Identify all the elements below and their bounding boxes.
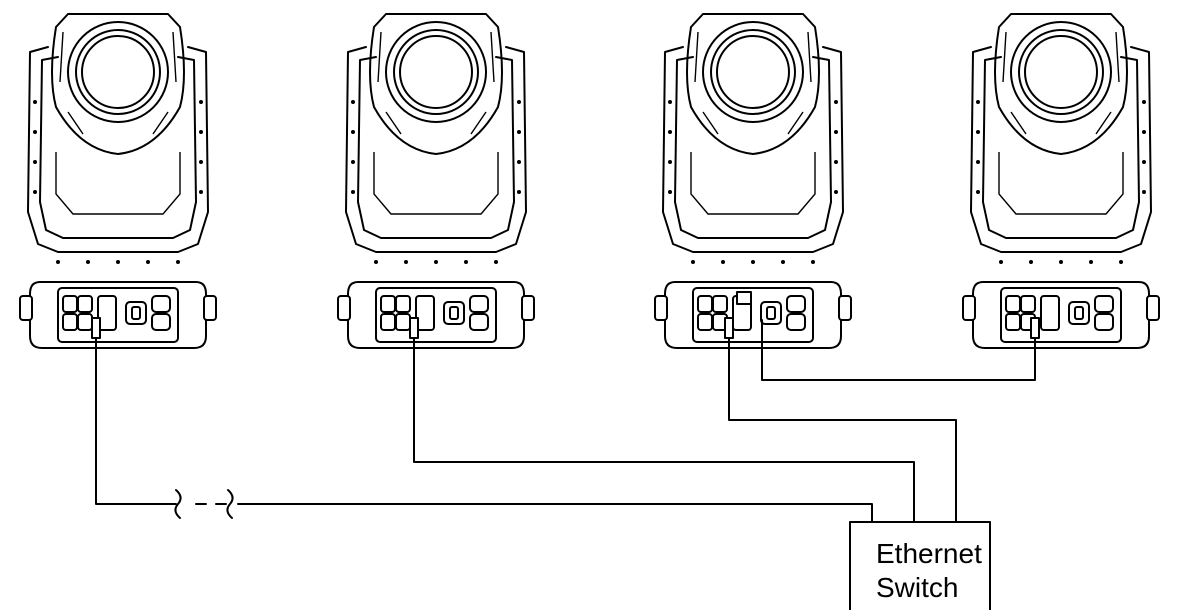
cable-fixture-3-to-fixture-4 (736, 291, 1040, 381)
ethernet-switch: Ethernet Switch (849, 521, 991, 610)
cable-fixture-1-to-switch (91, 317, 873, 523)
fixture-1 (19, 13, 217, 349)
switch-label-line2: Switch (876, 572, 958, 603)
fixture-3 (654, 13, 852, 349)
cable-break-icon (174, 489, 234, 519)
cable-fixture-3-to-switch (724, 317, 957, 523)
fixture-4 (962, 13, 1160, 349)
fixture-2 (337, 13, 535, 349)
switch-label-line1: Ethernet (876, 538, 982, 569)
cable-fixture-2-to-switch (409, 317, 915, 523)
